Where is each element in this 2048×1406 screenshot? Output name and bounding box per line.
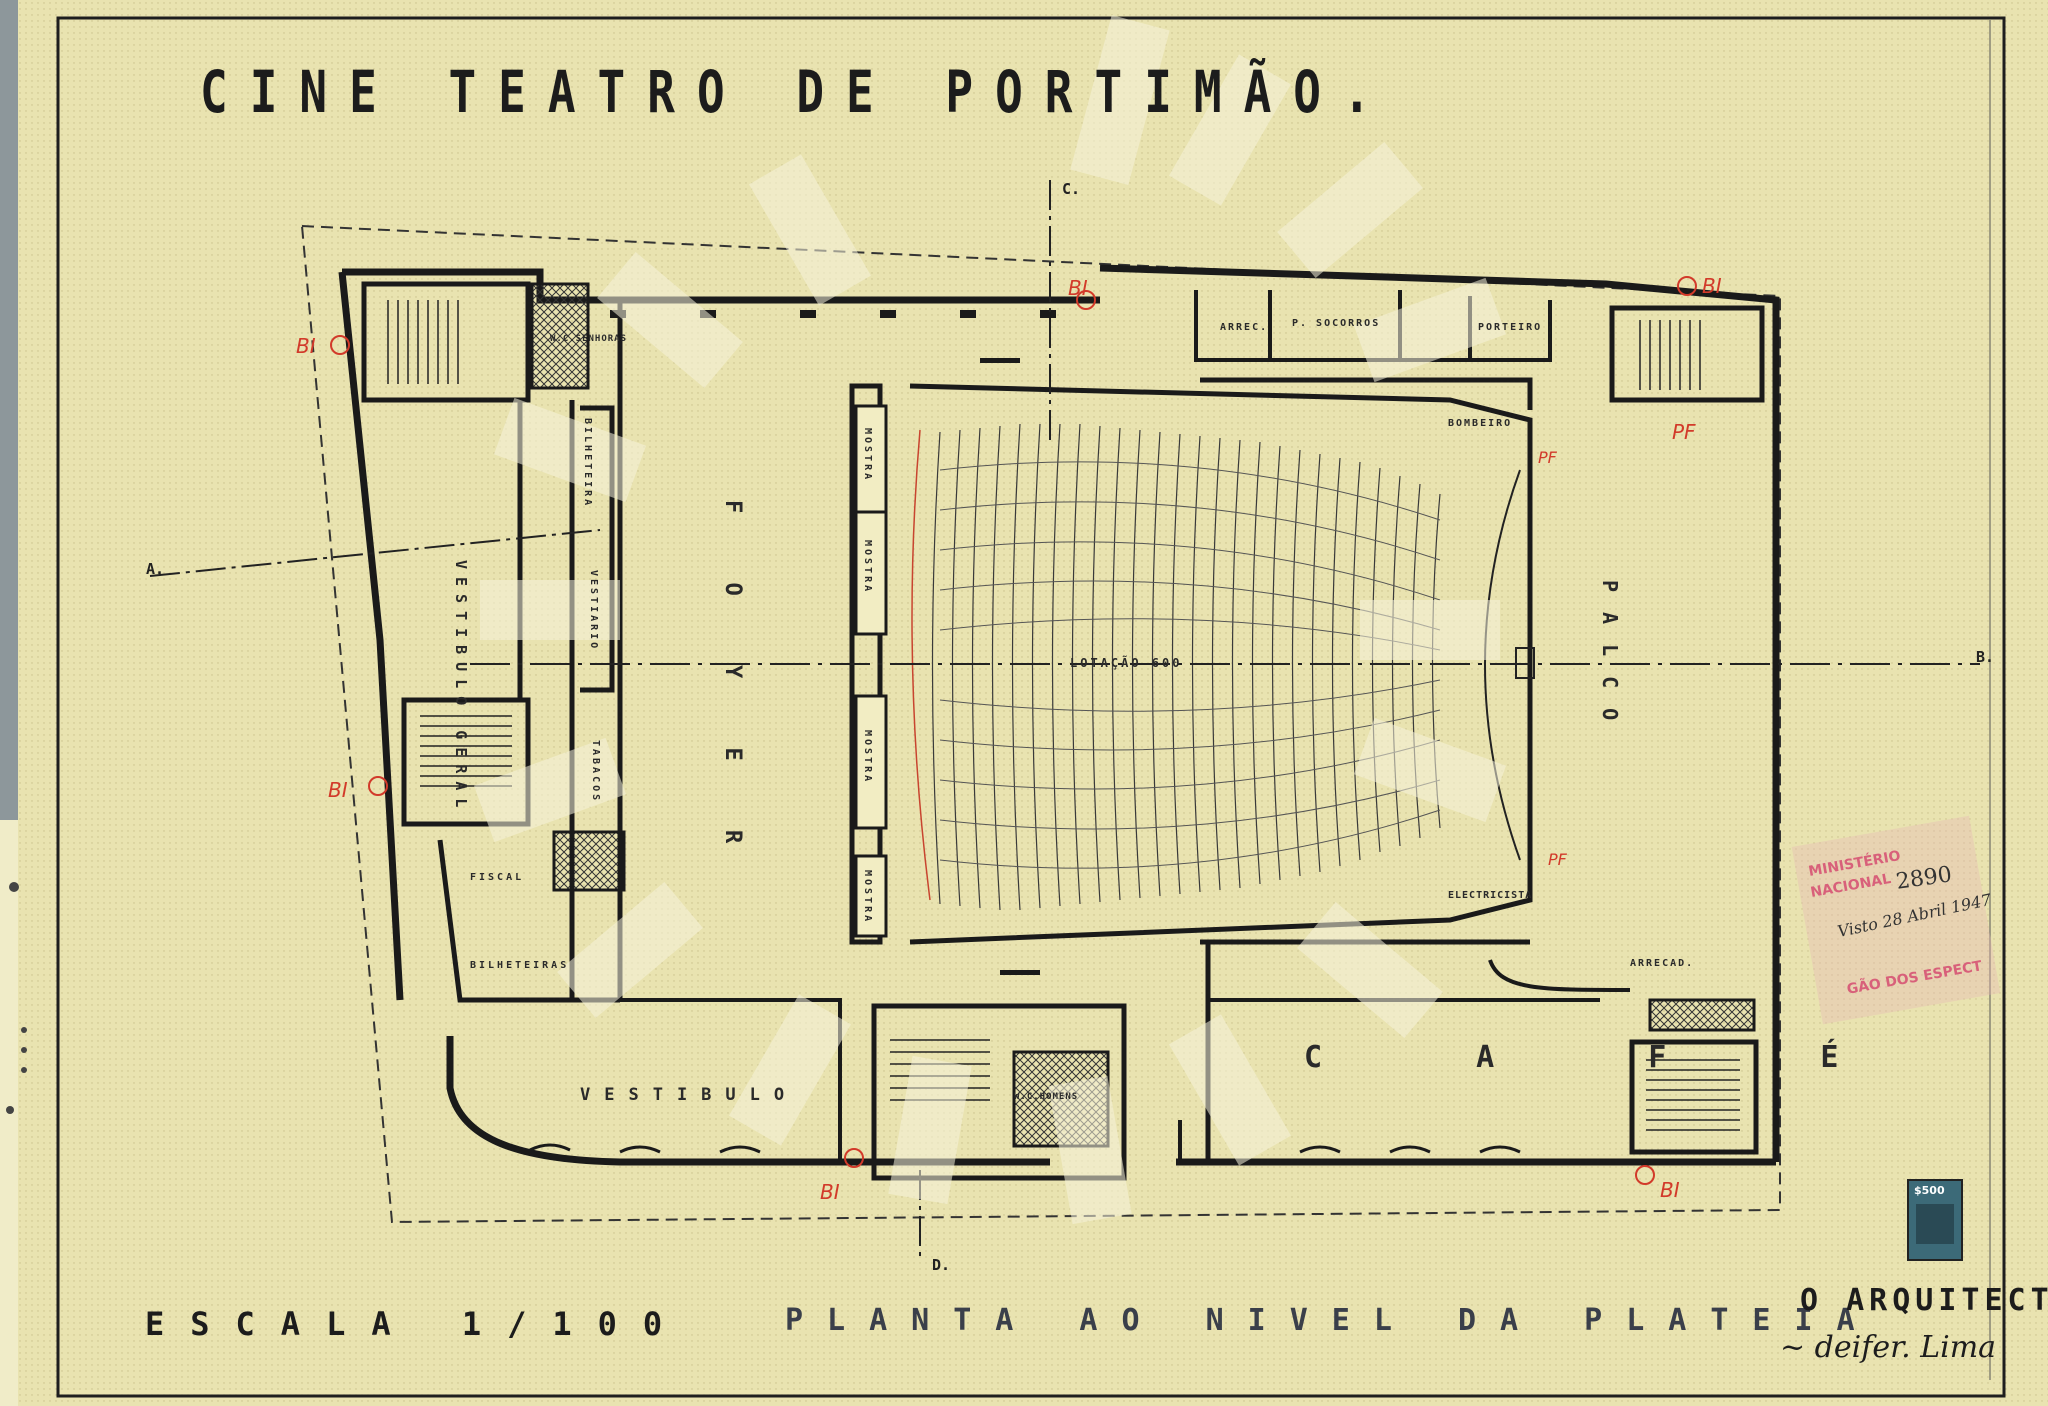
stair-left — [401, 697, 531, 827]
room-vestibulo-geral: VESTIBULO GERAL — [452, 560, 470, 816]
stair-bottom-right — [1629, 1039, 1759, 1155]
stair-bottom-center — [871, 1003, 1127, 1181]
room-wc-homens: W.C.HOMENS — [1014, 1092, 1079, 1102]
section-mark-a: A. — [146, 560, 165, 578]
site-boundary — [300, 224, 1781, 1224]
drawing-title: CINE TEATRO DE PORTIMÃO. — [200, 58, 1393, 126]
section-mark-b: B. — [1976, 648, 1995, 666]
architect-signature: ~ deifer. Lima — [1780, 1330, 1997, 1365]
room-mostra-4: MOSTRA — [862, 870, 873, 925]
room-bombeiro: BOMBEIRO — [1448, 418, 1513, 429]
annotation-bi-6: BI — [1660, 1178, 1680, 1202]
section-mark-d: D. — [932, 1256, 951, 1274]
seating-capacity: LOTAÇÃO 600 — [1070, 656, 1183, 670]
stage-front — [1484, 469, 1521, 861]
room-arrec: ARREC. — [1220, 322, 1269, 333]
stair-treads — [387, 300, 1740, 1131]
room-porteiro: PORTEIRO — [1478, 322, 1543, 333]
room-palco: PALCO — [1598, 580, 1622, 741]
plan-title: PLANTA AO NIVEL DA PLATEIA — [785, 1303, 1879, 1338]
annotation-bi-5: BI — [820, 1180, 840, 1204]
room-bilheteiras: BILHETEIRAS — [470, 960, 570, 971]
room-arrecad: ARRECAD. — [1630, 958, 1695, 969]
room-vestibulo: VESTIBULO — [580, 1085, 799, 1105]
room-mostra-3: MOSTRA — [862, 730, 873, 785]
annotation-pf-2: PF — [1538, 448, 1557, 467]
room-bilheteira: BILHETEIRA — [582, 418, 593, 509]
stamp — [1791, 815, 2001, 1261]
scale-label: ESCALA 1/100 — [145, 1305, 689, 1343]
annotation-pf-1: PF — [1672, 420, 1696, 444]
tape-marks — [473, 14, 1507, 1225]
room-wc-senhoras: W.C.SENHORAS — [550, 334, 628, 344]
annotation-bi-2: BI — [328, 778, 348, 802]
room-mostra-2: MOSTRA — [862, 540, 873, 595]
annotation-pf-3: PF — [1548, 850, 1567, 869]
revenue-stamp-value: $500 — [1914, 1184, 1945, 1197]
room-mostra-1: MOSTRA — [862, 428, 873, 483]
annotation-bi-3: BI — [1068, 276, 1088, 300]
room-electricista: ELECTRICISTA — [1448, 890, 1533, 901]
stair-top-left — [361, 281, 531, 403]
stair-top-right — [1609, 305, 1765, 403]
annotation-bi-4: BI — [1702, 274, 1722, 298]
architect-label: O ARQUITECTO, — [1800, 1283, 2048, 1318]
section-mark-c: C. — [1062, 180, 1081, 198]
room-cafe: C A F É — [1304, 1040, 1907, 1075]
room-fiscal: FISCAL — [470, 872, 525, 883]
room-vestiario: VESTIARIO — [588, 570, 599, 652]
room-socorros: P. SOCORROS — [1292, 318, 1381, 329]
bi-markers — [330, 276, 1697, 1185]
room-foyer: F O Y E R — [720, 500, 745, 872]
room-tabacos: TABACOS — [590, 740, 601, 804]
annotation-bi-1: BI — [296, 334, 316, 358]
sheet-border — [56, 16, 2006, 1398]
